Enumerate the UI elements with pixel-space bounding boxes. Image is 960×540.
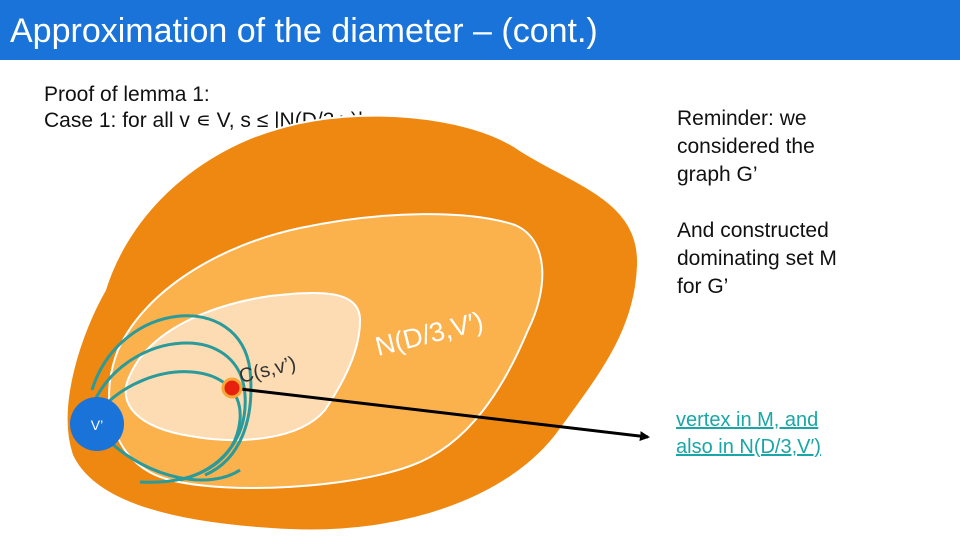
- reminder-line: Reminder: we: [677, 107, 807, 130]
- arc-3: [98, 370, 242, 484]
- reminder-line: And constructed: [677, 219, 829, 242]
- reminder-line: graph G’: [677, 163, 758, 186]
- reminder-line: dominating set M: [677, 247, 837, 270]
- title-bar: Approximation of the diameter – (cont.): [0, 0, 960, 60]
- neighborhood-arcs: [90, 314, 253, 484]
- callout-link[interactable]: vertex in M, and also in N(D/3,V′): [676, 407, 821, 461]
- center-node: [221, 377, 243, 399]
- vertex-label: V’: [91, 417, 103, 433]
- reminder-block: Reminder: we considered the graph G’ And…: [677, 105, 937, 301]
- slide-title: Approximation of the diameter – (cont.): [10, 12, 598, 50]
- callout-line: also in N(D/3,V′): [676, 436, 821, 458]
- callout-line: vertex in M, and: [676, 409, 819, 431]
- reminder-line: for G’: [677, 275, 729, 298]
- arc-1: [90, 314, 253, 477]
- arc-4: [106, 438, 241, 482]
- reminder-line: considered the: [677, 135, 815, 158]
- pointer-arrow: [231, 386, 650, 442]
- vertex-node: [70, 397, 124, 451]
- proof-heading: Proof of lemma 1:: [44, 83, 210, 106]
- inner-region: [124, 291, 362, 442]
